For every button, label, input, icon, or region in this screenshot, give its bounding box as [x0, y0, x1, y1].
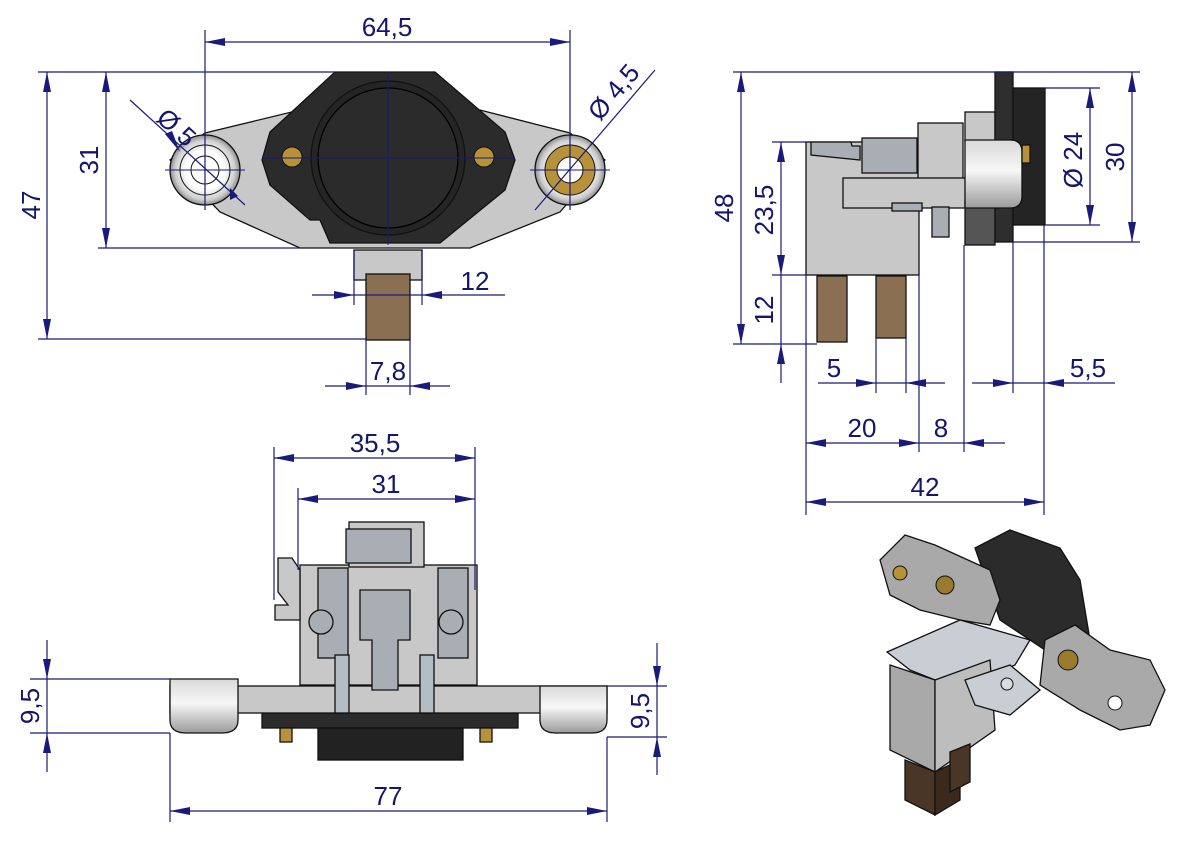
side-dimensions: 48 23,5 12 Ø 24 30 5 5,5	[709, 71, 1140, 515]
dim-boss-depth: 5,5	[1070, 353, 1106, 383]
front-rivet-left	[281, 146, 303, 168]
bottom-view	[169, 521, 608, 761]
dim-inner-width: 31	[372, 469, 401, 499]
bottom-dimensions: 35,5 31 9,5 9,5 77	[15, 428, 667, 822]
iso-left-hole-1	[892, 565, 908, 581]
front-dimensions: 64,5 47 31 Ø 5 Ø 4,5 12 7,8	[16, 12, 656, 395]
iso-right-hole-1	[1057, 649, 1079, 671]
bottom-left-pin	[334, 654, 350, 714]
side-top-clip	[810, 141, 861, 161]
dim-offset: 8	[934, 413, 948, 443]
dim-boss-diameter: Ø 24	[1058, 132, 1088, 188]
iso-view	[879, 529, 1166, 817]
dim-flange-height: 31	[74, 146, 104, 175]
dim-holder-width: 12	[461, 266, 490, 296]
bottom-pin-right	[479, 727, 493, 743]
side-tab	[931, 206, 950, 238]
side-view	[805, 71, 1046, 343]
dim-side-flange-height: 30	[1100, 143, 1130, 172]
dim-brush-width: 7,8	[370, 356, 406, 386]
dim-right-ear-height: 9,5	[625, 693, 655, 729]
bottom-right-ear	[539, 685, 608, 734]
bottom-top-inner	[345, 528, 412, 564]
side-upper-block	[861, 137, 918, 174]
side-arm-plate	[891, 202, 923, 212]
dim-outer-width: 35,5	[350, 428, 401, 458]
iso-clip-rivet	[1000, 677, 1014, 691]
iso-dark-body	[974, 529, 1091, 661]
bottom-dark-boss	[317, 727, 464, 761]
bottom-left-rivet	[308, 609, 334, 635]
bottom-side-clip	[274, 557, 301, 621]
bottom-dark-base	[261, 712, 519, 729]
dim-side-depth: 42	[911, 472, 940, 502]
dim-body-height: 23,5	[749, 185, 779, 236]
dim-body-depth: 20	[848, 413, 877, 443]
front-rivet-right	[473, 146, 495, 168]
side-cap	[964, 139, 1023, 209]
dim-brush-spacing: 5	[827, 353, 841, 383]
iso-right-ear	[1039, 624, 1166, 731]
side-brush-right	[875, 275, 907, 339]
dim-side-height: 48	[709, 194, 739, 223]
dim-overall-width: 77	[374, 781, 403, 811]
bottom-right-pin	[419, 654, 435, 714]
iso-brush-3	[949, 743, 971, 794]
dim-hole-spacing: 64,5	[362, 12, 413, 42]
side-brass-pin	[1021, 144, 1031, 164]
side-step-block	[964, 111, 996, 143]
bottom-pin-left	[279, 727, 293, 743]
iso-left-hole-2	[935, 575, 955, 595]
iso-clip	[964, 664, 1042, 716]
dim-brush-length: 12	[749, 296, 779, 325]
iso-body-front	[889, 664, 936, 774]
dim-front-height: 47	[16, 191, 46, 220]
bottom-t-plate	[359, 589, 411, 691]
iso-right-hole-2	[1107, 695, 1123, 711]
bottom-right-rivet	[438, 609, 464, 635]
bottom-left-ear	[169, 678, 239, 734]
front-view	[165, 71, 610, 341]
front-brush	[365, 273, 411, 341]
dim-left-ear-height: 9,5	[15, 688, 45, 724]
side-brush-left	[816, 275, 848, 343]
